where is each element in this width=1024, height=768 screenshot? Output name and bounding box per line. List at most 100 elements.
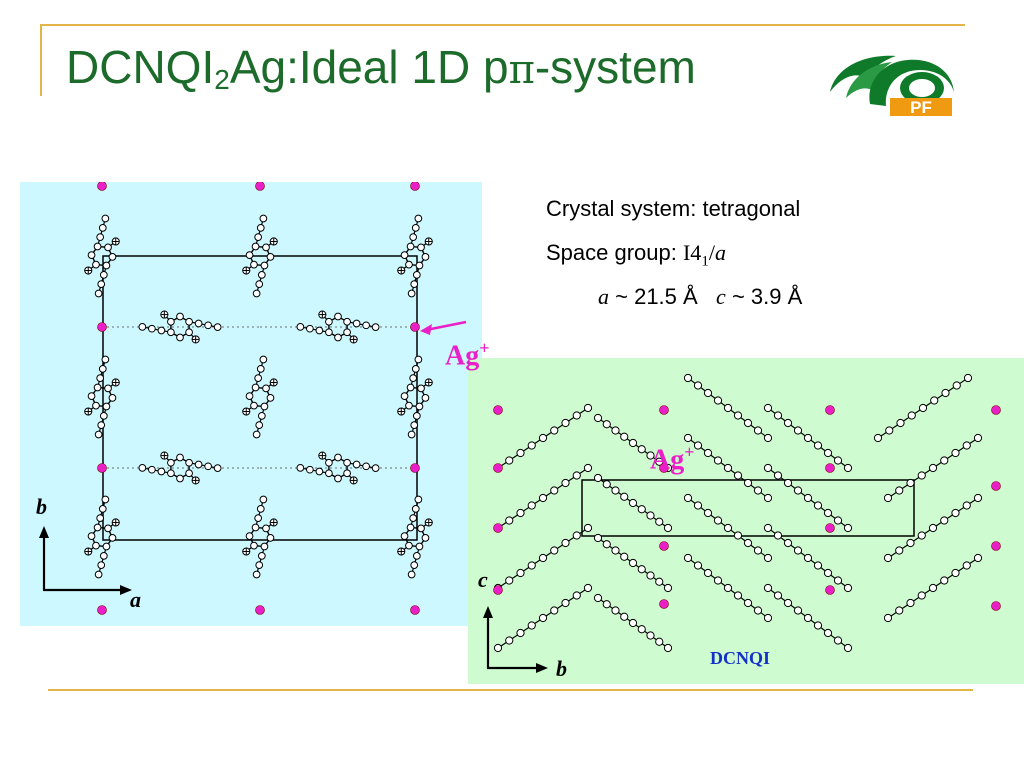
atom xyxy=(412,551,421,560)
crystal-info: Crystal system: tetragonal Space group: … xyxy=(546,192,802,324)
atom xyxy=(259,214,268,223)
atom xyxy=(406,383,415,392)
atom xyxy=(334,474,342,483)
atom xyxy=(97,280,106,289)
atom xyxy=(896,418,905,428)
atom xyxy=(185,328,193,337)
atom xyxy=(593,533,603,543)
atom xyxy=(414,214,423,223)
atom xyxy=(204,321,212,330)
ag-ion xyxy=(410,463,420,473)
atom xyxy=(343,469,351,478)
ag-arrow-icon xyxy=(420,320,467,335)
atom xyxy=(257,411,266,420)
atom xyxy=(213,323,222,331)
atom xyxy=(683,433,693,443)
atom xyxy=(833,456,843,465)
atom xyxy=(414,355,423,364)
atom xyxy=(733,531,743,540)
atom xyxy=(505,516,514,525)
atom xyxy=(421,534,430,542)
atom xyxy=(561,538,570,548)
atom xyxy=(407,289,416,298)
atom xyxy=(334,312,342,321)
atom xyxy=(907,411,916,420)
frame-bottom-line xyxy=(48,689,973,691)
atom xyxy=(104,243,112,252)
atom xyxy=(254,514,263,523)
ag-ion xyxy=(659,541,669,551)
ag-ion xyxy=(410,182,420,191)
ag-ion xyxy=(493,463,503,473)
atom xyxy=(763,493,773,503)
atom xyxy=(262,524,270,533)
atom xyxy=(763,553,773,563)
atom xyxy=(773,471,783,480)
atom xyxy=(733,591,743,600)
atom xyxy=(628,618,638,628)
atom xyxy=(527,501,536,510)
atom xyxy=(421,394,430,402)
atom xyxy=(883,553,893,563)
atom xyxy=(411,223,420,232)
atom xyxy=(928,463,938,473)
atom xyxy=(928,583,938,593)
atom xyxy=(646,571,655,580)
atom xyxy=(415,261,424,270)
atom xyxy=(94,430,103,439)
ag-ion xyxy=(825,523,835,533)
atom xyxy=(941,388,950,398)
ag-ion xyxy=(825,463,835,473)
atom xyxy=(793,486,803,495)
atom xyxy=(561,478,570,488)
atom xyxy=(813,501,823,510)
atom xyxy=(252,289,261,298)
svg-text:PF: PF xyxy=(910,98,932,117)
atom xyxy=(250,541,258,550)
atom xyxy=(256,364,265,373)
atom xyxy=(417,524,425,533)
atom xyxy=(583,523,593,533)
atom xyxy=(102,402,111,411)
atom xyxy=(407,430,416,439)
atom xyxy=(213,464,222,472)
atom xyxy=(415,402,424,411)
atom xyxy=(252,430,261,439)
atom xyxy=(906,538,915,548)
atom xyxy=(753,546,763,555)
atom xyxy=(138,464,147,472)
atom xyxy=(733,471,743,480)
atom xyxy=(176,474,184,483)
ag-ion xyxy=(493,585,503,595)
atom xyxy=(917,591,926,600)
atom xyxy=(583,403,593,413)
atom xyxy=(343,458,351,467)
atom xyxy=(93,383,102,392)
atom xyxy=(176,312,184,321)
atom xyxy=(646,511,655,520)
atom xyxy=(895,486,904,495)
atom xyxy=(833,516,843,525)
atom xyxy=(108,534,117,542)
atom xyxy=(251,523,260,532)
atom xyxy=(87,532,96,540)
lattice-params-text: a ~ 21.5 Å c ~ 3.9 Å xyxy=(598,284,803,309)
atom xyxy=(783,538,793,548)
atom xyxy=(763,583,773,593)
atom xyxy=(93,523,102,532)
atom xyxy=(405,260,413,269)
atom xyxy=(108,253,117,261)
atom xyxy=(550,426,559,435)
atom xyxy=(843,583,853,593)
atom xyxy=(256,504,265,513)
atom xyxy=(683,373,693,383)
atom xyxy=(663,643,673,653)
atom xyxy=(743,598,753,608)
atom xyxy=(306,465,314,474)
atom xyxy=(637,505,646,514)
atom xyxy=(602,540,611,549)
atom xyxy=(257,270,266,279)
atom xyxy=(325,458,333,467)
atom xyxy=(628,498,638,508)
atom xyxy=(693,501,703,510)
